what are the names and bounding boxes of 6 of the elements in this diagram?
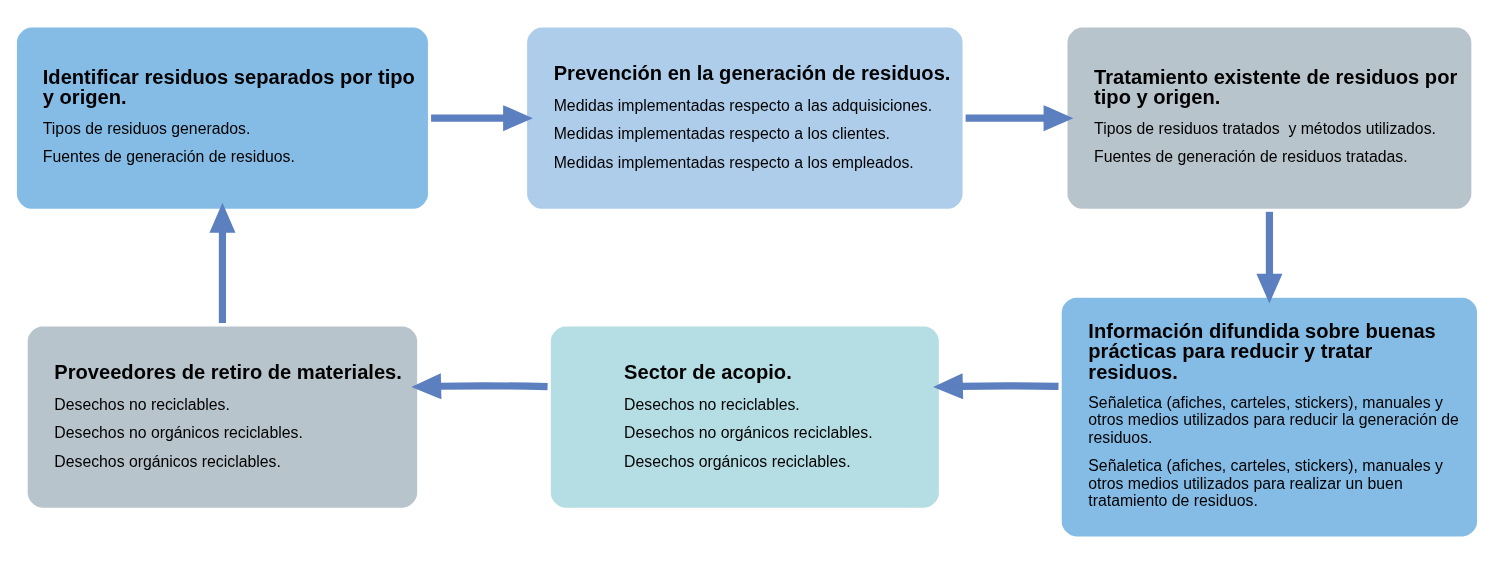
- arrow: [411, 373, 548, 400]
- arrow: [209, 202, 236, 324]
- arrow: [431, 105, 533, 132]
- arrow: [1256, 211, 1283, 304]
- arrow: [965, 105, 1074, 132]
- arrow: [933, 373, 1059, 400]
